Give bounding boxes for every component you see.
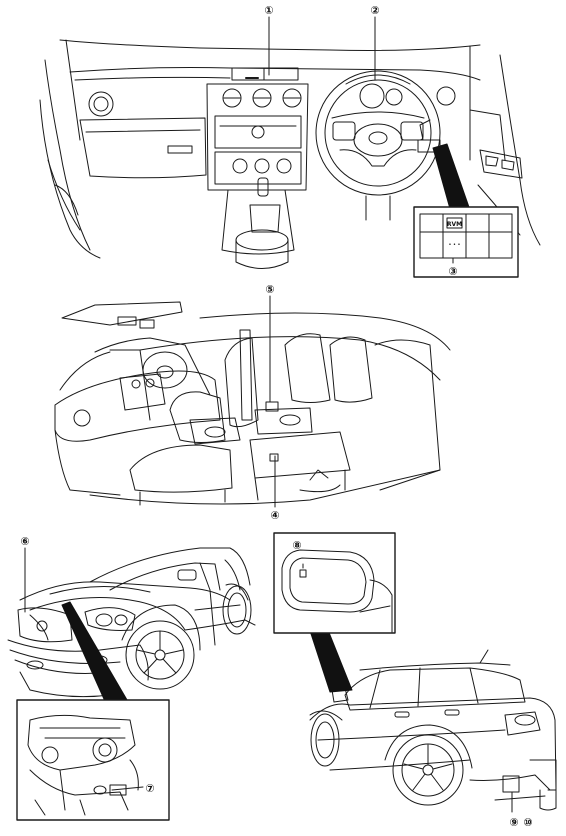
- callout-9: ⑨: [509, 816, 518, 829]
- callout-1: ①: [264, 4, 273, 17]
- callout-6: ⑥: [20, 535, 29, 548]
- callout-2: ②: [370, 4, 379, 17]
- dashboard-illustration: [39, 39, 541, 269]
- callout-leaders: [24, 16, 513, 813]
- engine-inset: [16, 699, 170, 821]
- callout-3: ③: [448, 265, 457, 278]
- callout-8: ⑧: [292, 539, 301, 552]
- car-front-illustration: [7, 547, 256, 698]
- mirror-inset: [273, 532, 396, 634]
- switch-inset: [413, 206, 519, 278]
- callout-4: ④: [270, 509, 279, 522]
- switch-button-label: RVM: [447, 221, 462, 228]
- cabin-interior-illustration: [54, 301, 451, 506]
- callout-10: ⑩: [523, 816, 532, 829]
- switch-indicator-dots: • • •: [448, 242, 460, 248]
- callout-5: ⑤: [265, 283, 274, 296]
- car-rear-illustration: [309, 649, 557, 811]
- callout-7: ⑦: [145, 782, 154, 795]
